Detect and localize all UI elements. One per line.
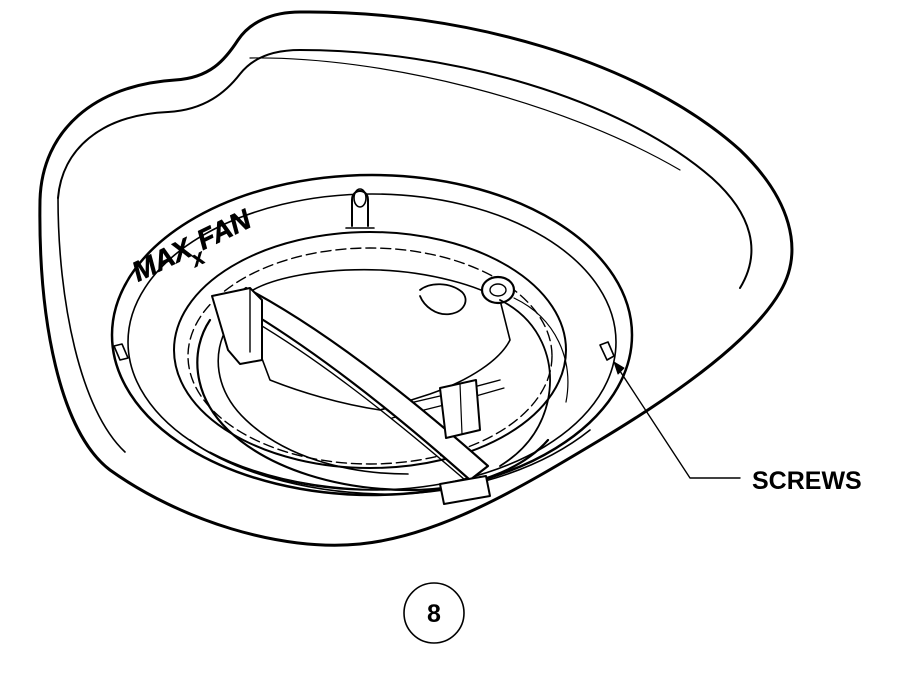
housing-inner-rim: [57, 49, 753, 289]
housing-edge-highlight: [249, 57, 681, 171]
diagonal-band-edge: [237, 311, 473, 487]
right-post-edge: [459, 383, 463, 435]
bezel-lower-band-2: [209, 451, 391, 491]
latch-body: [351, 190, 369, 227]
diagonal-band: [228, 286, 490, 482]
motor-hub: [480, 275, 516, 305]
guard-right-strap-2: [513, 297, 569, 403]
step-circle: [403, 582, 465, 644]
bezel-inner-shadow: [187, 247, 553, 465]
bezel-right-notch: [599, 341, 615, 361]
callout-leader-line: [617, 367, 741, 479]
housing-lower-rim: [57, 197, 126, 453]
guard-inner-arc: [217, 325, 409, 475]
blade-guard: [196, 286, 569, 505]
callout-label: SCREWS: [752, 467, 862, 495]
screws-callout: SCREWS: [613, 361, 862, 495]
latch-head: [353, 188, 367, 208]
callout-arrow-tip: [613, 361, 625, 375]
bezel-left-notch: [113, 343, 129, 361]
motor-bracket: [419, 283, 467, 316]
guard-outer-arc: [196, 318, 550, 492]
guard-right-strap: [499, 299, 551, 467]
bottom-clip: [439, 475, 491, 505]
step-number: 8: [427, 600, 441, 628]
step-indicator: 8: [403, 582, 465, 644]
bezel-lower-band: [189, 429, 591, 495]
bezel-inner: [173, 231, 567, 469]
top-latch: [345, 188, 375, 229]
motor-hub-center: [489, 283, 507, 297]
right-post: [439, 379, 481, 439]
